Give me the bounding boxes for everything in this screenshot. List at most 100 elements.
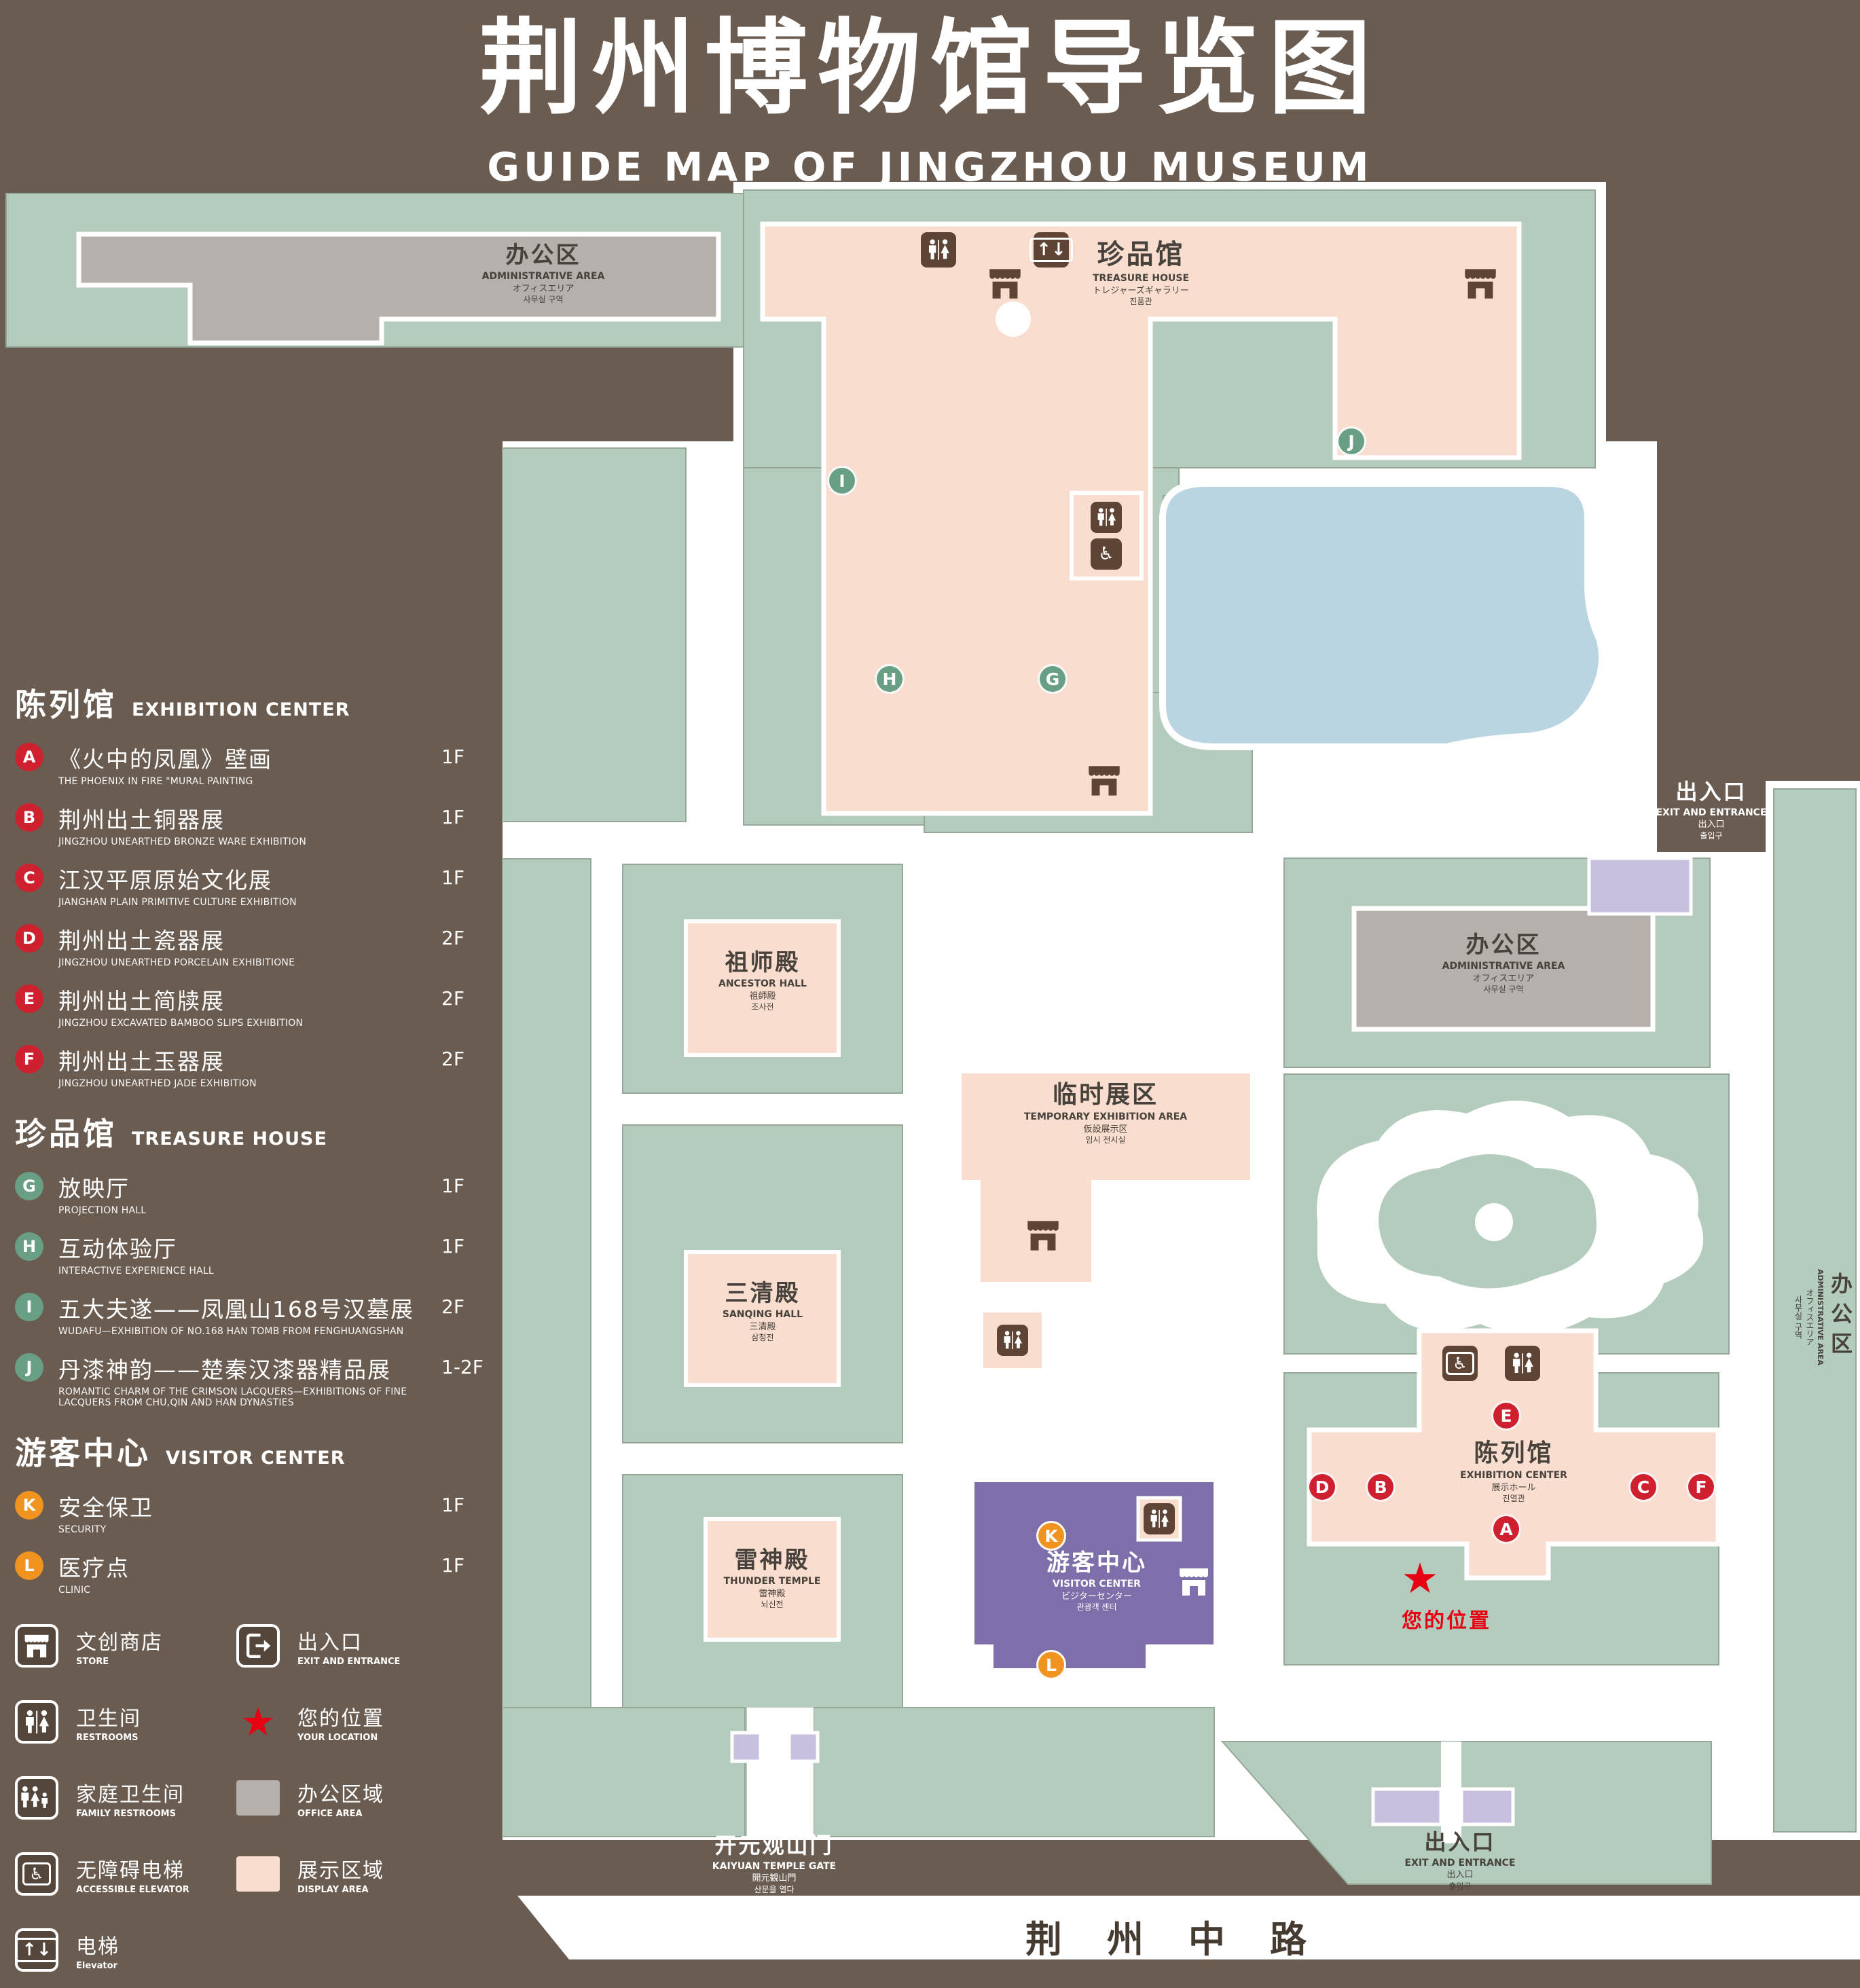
legend-accessible-elevator: ♿ 无障碍电梯 ACCESSIBLE ELEVATOR — [15, 1836, 232, 1912]
legend-item-B: B 荆州出土铜器展 JINGZHOU UNEARTHED BRONZE WARE… — [15, 802, 500, 847]
floor-badge: 1F — [441, 1494, 464, 1516]
marker-E: E — [15, 984, 43, 1013]
floor-badge: 2F — [441, 1048, 464, 1070]
legend-item-I: I 五大夫遂——凤凰山168号汉墓展 WUDAFU—EXHIBITION OF … — [15, 1291, 500, 1337]
restroom-icon — [15, 1700, 58, 1744]
section-title-en: EXHIBITION CENTER — [132, 699, 350, 720]
legend-exit: 出入口 EXIT AND ENTRANCE — [236, 1608, 498, 1684]
legend-section-visitor: 游客中心 VISITOR CENTER — [15, 1435, 346, 1471]
store-icon — [1087, 765, 1122, 797]
marker-D: D — [15, 924, 43, 953]
legend-office-area: 办公区域 OFFICE AREA — [236, 1760, 498, 1836]
restroom-icon — [997, 1325, 1028, 1356]
legend-item-H: H 互动体验厅 INTERACTIVE EXPERIENCE HALL 1F — [15, 1231, 500, 1276]
map-marker-I: I — [827, 466, 857, 496]
floor-badge: 1F — [441, 1235, 464, 1257]
exit-icon — [236, 1624, 280, 1668]
map-marker-D: D — [1307, 1472, 1337, 1502]
legend-your-location: ★ 您的位置 YOUR LOCATION — [236, 1684, 498, 1760]
store-icon — [1463, 268, 1498, 300]
label-ancestor-hall: 祖师殿 ANCESTOR HALL 祖師殿 조사전 — [718, 949, 807, 1012]
marker-G: G — [15, 1172, 43, 1200]
family-restroom-icon — [15, 1776, 58, 1820]
legend-store: 文创商店 STORE — [15, 1608, 232, 1684]
legend-item-G: G 放映厅 PROJECTION HALL 1F — [15, 1171, 500, 1216]
floor-badge: 1F — [441, 806, 464, 828]
map-marker-J: J — [1336, 426, 1366, 456]
your-location-star-icon: ★ — [1401, 1553, 1439, 1603]
marker-J: J — [15, 1353, 43, 1382]
legend-family-restrooms: 家庭卫生间 FAMILY RESTROOMS — [15, 1760, 232, 1836]
restroom-icon — [1505, 1346, 1540, 1381]
legend-sidebar: 陈列馆 EXHIBITION CENTER A 《火中的凤凰》壁画 THE PH… — [15, 680, 500, 1610]
legend-section-treasure: 珍品馆 TREASURE HOUSE — [15, 1116, 327, 1152]
map-marker-H: H — [875, 664, 905, 694]
floor-badge: 2F — [441, 1295, 464, 1318]
store-icon — [15, 1624, 58, 1668]
legend-item-D: D 荆州出土瓷器展 JINGZHOU UNEARTHED PORCELAIN E… — [15, 923, 500, 968]
restroom-icon — [921, 232, 956, 268]
page-title: 荆州博物馆导览图 — [479, 8, 1381, 128]
map-marker-K: K — [1036, 1521, 1066, 1551]
floor-badge: 1-2F — [441, 1356, 484, 1378]
elevator-icon: ↑↓ — [1029, 232, 1073, 268]
label-visitor-center: 游客中心 VISITOR CENTER ビジターセンター 관광객 센터 — [1046, 1549, 1147, 1612]
legend-item-C: C 江汉平原原始文化展 JIANGHAN PLAIN PRIMITIVE CUL… — [15, 862, 500, 908]
label-temporary-exhibition: 临时展区 TEMPORARY EXHIBITION AREA 仮設展示区 임시 … — [1023, 1081, 1188, 1145]
display-area-swatch — [236, 1856, 280, 1892]
map-marker-F: F — [1686, 1472, 1716, 1502]
restroom-icon — [1144, 1503, 1175, 1534]
floor-badge: 1F — [441, 866, 464, 889]
location-star-icon: ★ — [240, 1699, 276, 1745]
legend-item-F: F 荆州出土玉器展 JINGZHOU UNEARTHED JADE EXHIBI… — [15, 1044, 500, 1089]
label-admin-right: 办公区 ADMINISTRATIVE AREA オフィスエリア 사무실 구역 — [1442, 932, 1565, 994]
store-icon — [1025, 1219, 1061, 1252]
floor-badge: 1F — [441, 1554, 464, 1577]
label-admin-far-right: 办公区 ADMINISTRATIVE AREA オフィスエリア 사무실 구역 — [1793, 1268, 1853, 1365]
your-location-label: 您的位置 — [1402, 1609, 1491, 1633]
symbol-legend-column-2: 出入口 EXIT AND ENTRANCE ★ 您的位置 YOUR LOCATI… — [236, 1608, 498, 1912]
marker-K: K — [15, 1491, 43, 1520]
label-admin-nw: 办公区 ADMINISTRATIVE AREA オフィスエリア 사무실 구역 — [481, 242, 605, 304]
label-exit-right: 出入口 EXIT AND ENTRANCE 出入口 출입구 — [1656, 779, 1767, 841]
map-marker-B: B — [1366, 1472, 1396, 1502]
legend-item-E: E 荆州出土简牍展 JINGZHOU EXCAVATED BAMBOO SLIP… — [15, 983, 500, 1029]
floor-badge: 2F — [441, 987, 464, 1010]
marker-I: I — [15, 1293, 43, 1321]
legend-display-area: 展示区域 DISPLAY AREA — [236, 1836, 498, 1912]
section-title-zh: 陈列馆 — [15, 686, 117, 723]
map-marker-E: E — [1491, 1401, 1521, 1431]
symbol-legend-column-1: 文创商店 STORE 卫生间 RESTROOMS 家庭卫生间 FAMILY RE… — [15, 1608, 232, 1988]
map-marker-G: G — [1038, 664, 1068, 694]
family-restroom-icon: ♿ — [1091, 538, 1122, 570]
label-kaiyuan-gate: 开元观山门 KAIYUAN TEMPLE GATE 開元観山門 산문을 열다 — [712, 1833, 837, 1894]
elevator-icon: ↑↓ — [15, 1928, 58, 1972]
page-subtitle: GUIDE MAP OF JINGZHOU MUSEUM — [487, 144, 1373, 190]
marker-A: A — [15, 743, 43, 771]
legend-item-A: A 《火中的凤凰》壁画 THE PHOENIX IN FIRE "MURAL P… — [15, 741, 500, 787]
label-road: 荆州中路 — [1025, 1918, 1351, 1961]
store-icon — [1178, 1567, 1210, 1597]
floor-badge: 1F — [441, 746, 464, 768]
legend-item-J: J 丹漆神韵——楚秦汉漆器精品展 ROMANTIC CHARM OF THE C… — [15, 1352, 500, 1408]
legend-restrooms: 卫生间 RESTROOMS — [15, 1684, 232, 1760]
marker-L: L — [15, 1551, 43, 1580]
floor-badge: 1F — [441, 1175, 464, 1197]
map-marker-C: C — [1628, 1472, 1658, 1502]
accessible-elevator-icon: ♿ — [15, 1852, 58, 1896]
marker-C: C — [15, 864, 43, 892]
label-thunder-temple: 雷神殿 THUNDER TEMPLE 雷神殿 뇌신전 — [723, 1547, 821, 1609]
store-icon — [987, 268, 1023, 300]
label-sanqing-hall: 三清殿 SANQING HALL 三清殿 삼청전 — [722, 1280, 803, 1342]
office-area-swatch — [236, 1780, 280, 1816]
label-exit-bottom: 出入口 EXIT AND ENTRANCE 出入口 출입구 — [1404, 1829, 1516, 1891]
marker-F: F — [15, 1045, 43, 1073]
marker-B: B — [15, 803, 43, 832]
exit-icon — [1597, 792, 1635, 830]
accessible-elevator-icon: ♿ — [1442, 1346, 1478, 1381]
legend-elevator: ↑↓ 电梯 Elevator — [15, 1912, 232, 1988]
restroom-icon — [1091, 502, 1122, 533]
map-marker-A: A — [1491, 1514, 1521, 1544]
